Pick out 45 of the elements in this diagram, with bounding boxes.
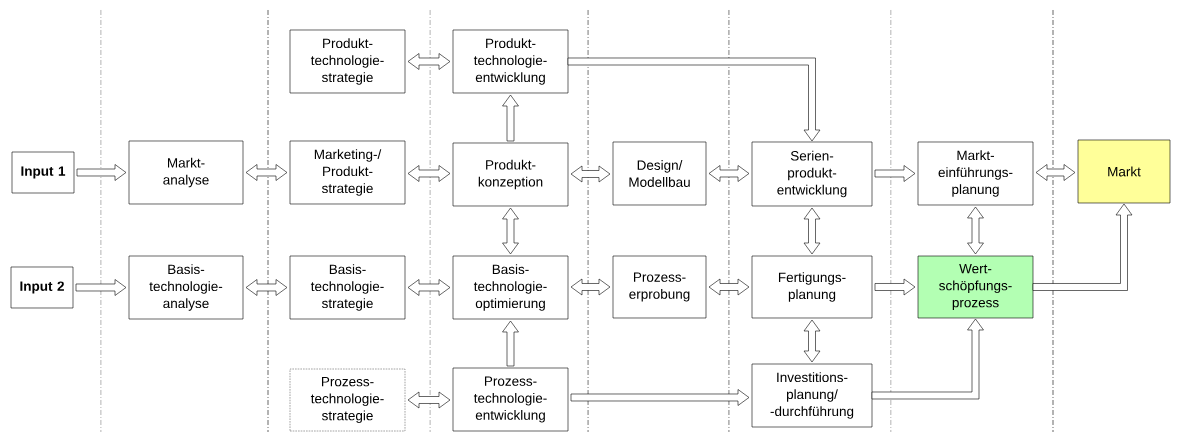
process-box: Produkt- technologie- strategie [289, 29, 406, 94]
process-box: Prozess- erprobung [612, 255, 707, 319]
process-box: Prozess- technologie- strategie [289, 368, 406, 432]
process-box: Prozess- technologie- entwicklung [452, 367, 569, 432]
process-box: Wert- schöpfungs- prozess [917, 255, 1034, 319]
block-arrow [76, 164, 127, 181]
process-box: Produkt- konzeption [452, 142, 569, 207]
process-box: Basis- technologie- strategie [289, 255, 406, 320]
block-arrow [803, 207, 821, 255]
block-arrow [803, 319, 821, 363]
block-arrow [967, 206, 984, 255]
block-arrow [407, 165, 451, 182]
block-arrow [1035, 164, 1076, 181]
process-box: Marketing-/ Produkt- strategie [289, 140, 406, 205]
block-arrow [407, 53, 451, 70]
block-arrow [407, 279, 451, 296]
block-arrow [871, 318, 984, 400]
process-box: Fertigungs- planung [751, 255, 873, 319]
block-arrow [245, 164, 288, 181]
process-box: Serien- produkt- entwicklung [751, 141, 873, 207]
process-box: Markt- einführungs- planung [917, 141, 1034, 206]
process-box: Basis- technologie- optimierung [452, 255, 569, 320]
block-arrow [570, 278, 611, 296]
block-arrow [567, 57, 821, 142]
block-arrow [874, 278, 916, 296]
block-arrow [570, 389, 750, 406]
process-box: Basis- technologie- analyse [128, 255, 244, 320]
block-arrow [407, 391, 451, 409]
input-box: Input 1 [11, 151, 75, 194]
block-arrow [708, 278, 750, 296]
process-box: Investitions- planung/ -durchführung [751, 363, 873, 428]
block-arrow [245, 279, 288, 296]
input-box: Input 2 [10, 266, 74, 309]
block-arrow [570, 165, 611, 183]
process-box: Markt- analyse [128, 140, 244, 205]
block-arrow [874, 165, 916, 182]
block-arrow [502, 207, 519, 255]
block-arrow [708, 165, 750, 182]
market-box: Markt [1077, 139, 1171, 204]
process-box: Produkt- technologie- entwicklung [452, 29, 569, 94]
block-arrow [502, 320, 519, 367]
block-arrow [1032, 203, 1133, 291]
block-arrow [502, 94, 519, 142]
process-box: Design/ Modellbau [612, 141, 707, 206]
block-arrow [75, 279, 127, 296]
